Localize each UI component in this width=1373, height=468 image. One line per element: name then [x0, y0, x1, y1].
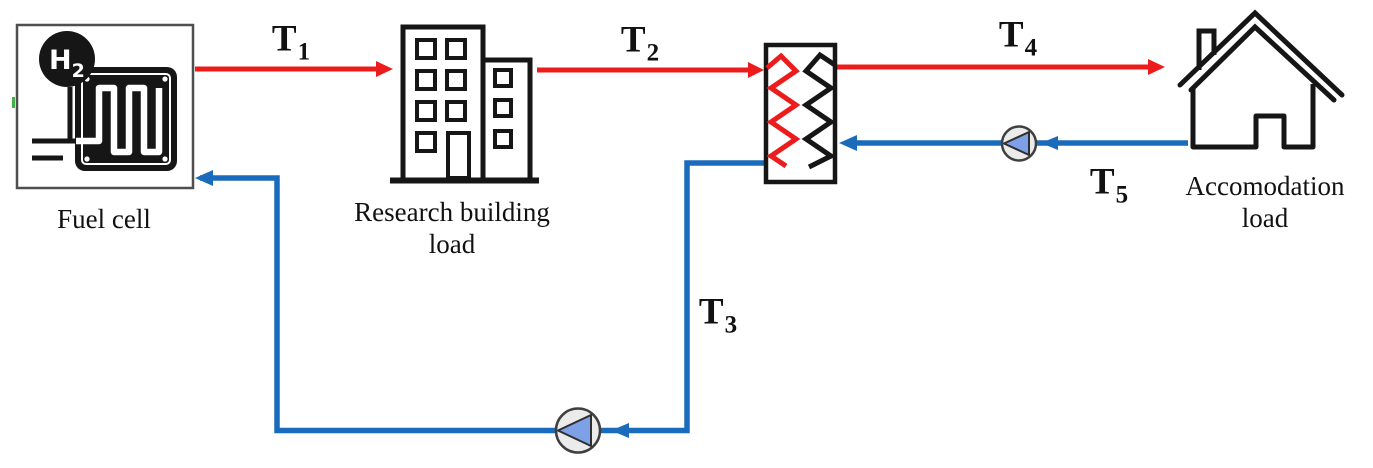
building-window: [493, 129, 513, 149]
hot-arrowhead-t4: [1148, 59, 1165, 75]
house-roof-outer: [1177, 9, 1345, 98]
building-window: [415, 131, 437, 153]
t3-subscript: 3: [724, 311, 738, 339]
heat-exchanger-icon: [763, 42, 838, 185]
research-building-label-line1: Research building: [354, 197, 550, 227]
fuel-cell-plate-inset: [81, 73, 171, 165]
t1-base: T: [271, 18, 297, 60]
t3-base: T: [698, 291, 724, 333]
t1-subscript: 1: [297, 38, 311, 66]
pump-impeller: [1003, 131, 1030, 156]
cold-flow-direction-arrowhead-t5: [1041, 136, 1058, 150]
house-roof-inner: [1188, 23, 1337, 103]
hot-arrowhead-t1: [376, 61, 393, 77]
fuel-cell-label: Fuel cell: [57, 204, 151, 234]
building-window: [415, 100, 437, 122]
accommodation-label: Accomodation load: [1186, 170, 1345, 234]
building-door: [446, 131, 471, 180]
h2-badge-circle: [39, 31, 95, 87]
plate-screw: [84, 156, 90, 162]
temp-sensor-label-t2: T2: [620, 19, 659, 66]
t2-base: T: [620, 19, 646, 61]
temp-sensor-label-t4: T4: [998, 14, 1037, 61]
temp-sensor-label-t5: T5: [1089, 161, 1128, 208]
office-building-icon: [390, 24, 539, 184]
building-window: [415, 69, 437, 91]
building-window: [445, 38, 467, 60]
plate-screw: [162, 156, 168, 162]
cold-arrowhead-into-heat-exchanger: [839, 135, 857, 151]
house-icon: [1177, 9, 1345, 150]
plate-screw: [162, 76, 168, 82]
hot-arrowhead-t2: [748, 62, 764, 78]
building-window: [493, 98, 513, 118]
green-tick-mark: [12, 97, 15, 108]
cold-return-path-t3: [200, 160, 766, 434]
pump-icon: [1000, 125, 1038, 162]
cold-flow-direction-arrowhead-t3: [611, 423, 629, 438]
pump-icon: [554, 407, 602, 454]
building-window: [415, 38, 437, 60]
building-window: [493, 68, 513, 88]
serpentine-channel: [76, 84, 163, 156]
heat-exchanger-hot-coil: [765, 52, 801, 169]
building-window: [445, 100, 467, 122]
building-window: [445, 69, 467, 91]
accommodation-label-line2: load: [1241, 203, 1289, 233]
t4-subscript: 4: [1024, 34, 1038, 62]
hot-supply-lines: [195, 59, 1165, 78]
house-chimney: [1196, 28, 1217, 70]
temp-sensor-label-t3: T3: [698, 291, 737, 338]
hydrogen-fuel-cell-icon: H2: [12, 23, 195, 190]
temp-sensor-label-t1: T1: [271, 18, 310, 65]
pump-impeller: [557, 414, 592, 447]
research-building-label: Research building load: [354, 196, 550, 260]
accommodation-label-line1: Accomodation: [1185, 171, 1345, 201]
t2-subscript: 2: [646, 39, 660, 67]
cold-arrowhead-into-fuel-cell: [195, 170, 213, 186]
cold-return-lines: [195, 135, 1188, 438]
t4-base: T: [998, 14, 1024, 56]
t5-base: T: [1089, 161, 1115, 203]
heat-exchanger-cold-coil: [801, 51, 837, 170]
house-walls-and-door: [1190, 84, 1316, 150]
h2-badge: H2: [49, 45, 85, 82]
research-building-label-line2: load: [428, 229, 476, 259]
t5-subscript: 5: [1115, 181, 1129, 209]
